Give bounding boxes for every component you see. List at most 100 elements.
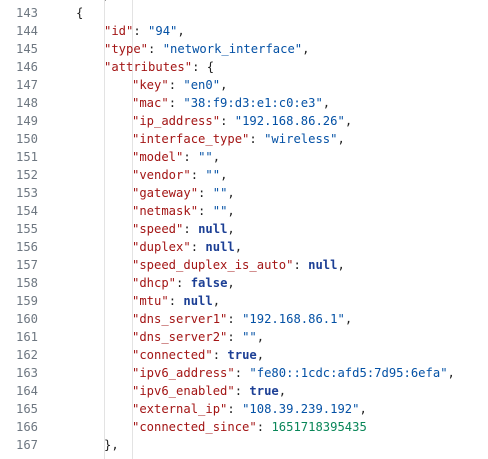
json-string: "94": [148, 24, 178, 38]
json-key: "ipv6_enabled": [132, 384, 235, 398]
json-string: "192.168.86.1": [242, 312, 345, 326]
json-key: "external_ip": [132, 402, 228, 416]
json-punctuation: :: [256, 420, 272, 434]
code-content[interactable]: "dns_server2": "",: [132, 328, 264, 346]
code-content[interactable]: "dhcp": false,: [132, 274, 235, 292]
json-punctuation: ,: [227, 222, 235, 236]
code-line[interactable]: 155 "speed": null,: [0, 220, 488, 238]
json-string: "192.168.86.26": [234, 114, 345, 128]
code-lines[interactable]: 143 {144 "id": "94",145"type": "network_in…: [0, 4, 488, 454]
json-key: "connected_since": [132, 420, 257, 434]
json-punctuation: :: [227, 330, 243, 344]
code-content[interactable]: "interface_type": "wireless",: [132, 130, 345, 148]
code-line[interactable]: 149 "ip_address": "192.168.86.26",: [0, 112, 488, 130]
code-line[interactable]: 165 "external_ip": "108.39.239.192",: [0, 400, 488, 418]
code-line[interactable]: 146"attributes": {: [0, 58, 488, 76]
json-punctuation: :: [212, 348, 228, 362]
json-literal: false: [190, 276, 228, 290]
code-content[interactable]: {: [76, 4, 83, 22]
json-punctuation: :: [133, 24, 149, 38]
code-content[interactable]: "attributes": {: [104, 58, 214, 76]
code-line[interactable]: 144 "id": "94",: [0, 22, 488, 40]
code-content[interactable]: "key": "en0",: [132, 76, 227, 94]
json-literal: true: [227, 348, 257, 362]
code-content[interactable]: "ipv6_enabled": true,: [132, 382, 286, 400]
code-content[interactable]: "connected": true,: [132, 346, 264, 364]
code-line[interactable]: 161"dns_server2": "",: [0, 328, 488, 346]
code-content[interactable]: "dns_server1": "192.168.86.1",: [132, 310, 352, 328]
json-key: "model": [132, 150, 184, 164]
line-number: 144: [15, 24, 38, 38]
line-number: 157: [15, 258, 38, 272]
line-number: 158: [15, 276, 38, 290]
json-punctuation: ,: [227, 276, 235, 290]
line-number: 165: [15, 402, 38, 416]
code-line[interactable]: 151"model": "",: [0, 148, 488, 166]
code-line[interactable]: 158 "dhcp": false,: [0, 274, 488, 292]
json-key: "ipv6_address": [132, 366, 235, 380]
json-punctuation: ,: [344, 114, 353, 128]
code-content[interactable]: "netmask": "",: [132, 202, 235, 220]
code-line[interactable]: 156 "duplex": null,: [0, 238, 488, 256]
json-punctuation: :: [168, 96, 184, 110]
line-number: 164: [15, 384, 38, 398]
code-line[interactable]: 150"interface_type": "wireless",: [0, 130, 488, 148]
json-key: "mac": [132, 96, 169, 110]
code-line[interactable]: 143 {: [0, 4, 488, 22]
json-punctuation: :: [183, 150, 199, 164]
line-number: 149: [15, 114, 38, 128]
code-line[interactable]: 159"mtu": null,: [0, 292, 488, 310]
line-number: 154: [15, 204, 38, 218]
json-string: "": [212, 204, 228, 218]
code-content[interactable]: "ipv6_address": "fe80::1cdc:afd5:7d95:6e…: [132, 364, 455, 382]
code-line[interactable]: 145"type": "network_interface",: [0, 40, 488, 58]
code-content[interactable]: "connected_since": 1651718395435: [132, 418, 367, 436]
code-line[interactable]: 152"vendor": "",: [0, 166, 488, 184]
json-punctuation: :: [168, 78, 184, 92]
json-punctuation: :: [190, 240, 206, 254]
code-line[interactable]: 160"dns_server1": "192.168.86.1",: [0, 310, 488, 328]
code-line[interactable]: 153"gateway": "",: [0, 184, 488, 202]
code-line[interactable]: 162 "connected": true,: [0, 346, 488, 364]
code-line[interactable]: 154 "netmask": "",: [0, 202, 488, 220]
code-content[interactable]: "mac": "38:f9:d3:e1:c0:e3",: [132, 94, 330, 112]
code-line[interactable]: 164 "ipv6_enabled": true,: [0, 382, 488, 400]
code-content[interactable]: "ip_address": "192.168.86.26",: [132, 112, 352, 130]
code-line[interactable]: 147"key": "en0",: [0, 76, 488, 94]
code-content[interactable]: "external_ip": "108.39.239.192",: [132, 400, 367, 418]
code-content[interactable]: "vendor": "",: [132, 166, 227, 184]
previous-line-glyph: [104, 0, 106, 1]
json-punctuation: :: [234, 366, 250, 380]
json-punctuation: ,: [337, 132, 345, 146]
code-line[interactable]: 166"connected_since": 1651718395435: [0, 418, 488, 436]
json-key: "key": [132, 78, 169, 92]
code-content[interactable]: "speed": null,: [132, 220, 235, 238]
code-content[interactable]: "mtu": null,: [132, 292, 220, 310]
code-content[interactable]: "duplex": null,: [132, 238, 242, 256]
line-number: 156: [15, 240, 38, 254]
line-number: 155: [15, 222, 38, 236]
json-string: "network_interface": [162, 42, 303, 56]
code-content[interactable]: "speed_duplex_is_auto": null,: [132, 256, 345, 274]
line-number: 162: [15, 348, 38, 362]
line-number: 163: [15, 366, 38, 380]
json-string: "wireless": [264, 132, 338, 146]
json-string: "": [212, 186, 228, 200]
json-punctuation: :: [234, 384, 250, 398]
json-string: "38:f9:d3:e1:c0:e3": [183, 96, 323, 110]
json-punctuation: :: [176, 276, 191, 290]
code-line[interactable]: 167},: [0, 436, 488, 454]
code-line[interactable]: 163 "ipv6_address": "fe80::1cdc:afd5:7d95…: [0, 364, 488, 382]
code-content[interactable]: },: [104, 436, 119, 454]
code-content[interactable]: "type": "network_interface",: [104, 40, 309, 58]
json-punctuation: ,: [302, 42, 310, 56]
line-number: 143: [15, 6, 38, 20]
code-content[interactable]: "id": "94",: [104, 22, 185, 40]
code-line[interactable]: 148"mac": "38:f9:d3:e1:c0:e3",: [0, 94, 488, 112]
code-content[interactable]: "gateway": "",: [132, 184, 235, 202]
json-punctuation: ,: [256, 330, 265, 344]
code-content[interactable]: "model": "",: [132, 148, 220, 166]
code-line[interactable]: 157 "speed_duplex_is_auto": null,: [0, 256, 488, 274]
json-literal: null: [198, 222, 228, 236]
